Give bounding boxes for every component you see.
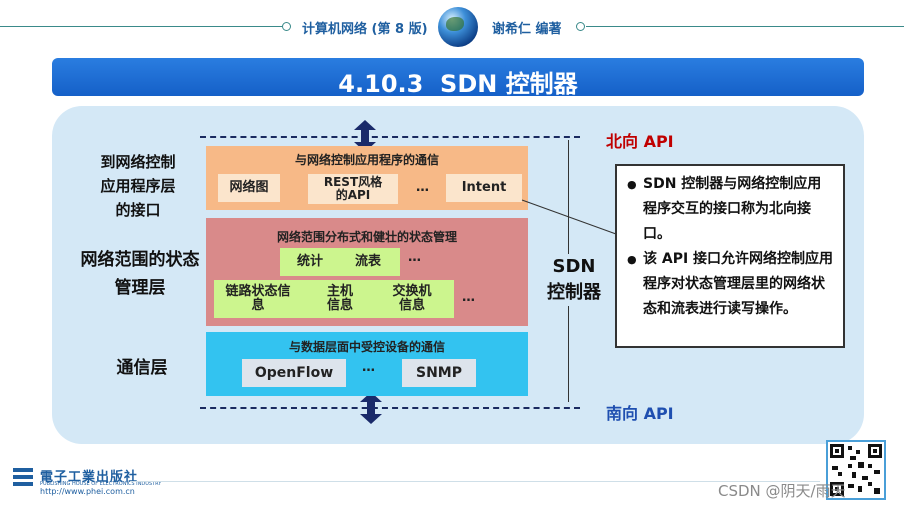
chip-snmp: SNMP bbox=[402, 359, 476, 387]
csdn-watermark: CSDN @阴天/雨天 bbox=[718, 482, 846, 500]
southbound-box-title: 与数据层面中受控设备的通信 bbox=[288, 340, 445, 354]
mid-row1-ellipsis: … bbox=[408, 250, 421, 265]
book-title: 计算机网络 (第 8 版) bbox=[302, 22, 428, 37]
publisher-url: http://www.phei.com.cn bbox=[40, 487, 135, 496]
header-rule-left bbox=[0, 26, 282, 27]
northbound-interface-box: 与网络控制应用程序的通信 网络图 REST风格 的API … Intent bbox=[206, 146, 528, 210]
state-management-box: 网络范围分布式和健壮的状态管理 统计 流表 … 链路状态信 息 主机 信息 交换… bbox=[206, 218, 528, 326]
slide-title: 4.10.3 SDN 控制器 bbox=[338, 70, 578, 98]
header-dot-right bbox=[576, 22, 585, 31]
callout-connector bbox=[521, 199, 617, 235]
state-management-box-title: 网络范围分布式和健壮的状态管理 bbox=[276, 230, 457, 244]
bottom-box-ellipsis: … bbox=[362, 360, 375, 375]
globe-icon bbox=[438, 7, 478, 47]
top-box-ellipsis: … bbox=[416, 180, 429, 195]
header-rule-right bbox=[586, 26, 904, 27]
sdn-controller-label: SDN 控制器 bbox=[534, 254, 614, 306]
chip-link-state-info: 链路状态信 息 bbox=[225, 284, 291, 313]
header-dot-left bbox=[282, 22, 291, 31]
north-boundary-line bbox=[200, 136, 580, 138]
south-boundary-line bbox=[200, 407, 580, 409]
chip-switch-info: 交换机 信息 bbox=[392, 284, 432, 313]
chip-statistics: 统计 bbox=[296, 254, 323, 269]
chip-network-graph: 网络图 bbox=[218, 174, 280, 202]
callout-box: SDN 控制器与网络控制应用程序交互的接口称为北向接口。 该 API 接口允许网… bbox=[615, 164, 845, 348]
double-arrow-icon bbox=[360, 392, 382, 424]
callout-item: 该 API 接口允许网络控制应用程序对状态管理层里的网络状态和流表进行读写操作。 bbox=[627, 247, 835, 322]
qr-code-icon bbox=[826, 440, 886, 500]
book-author: 谢希仁 编著 bbox=[492, 22, 562, 37]
chip-intent: Intent bbox=[446, 174, 522, 202]
chip-host-info: 主机 信息 bbox=[326, 284, 353, 313]
northbound-api-label: 北向 API bbox=[606, 132, 674, 151]
footer-rule bbox=[130, 481, 820, 482]
chip-rest-api: REST风格 的API bbox=[308, 174, 398, 204]
publisher-name-cn: 電子工業出版社 bbox=[40, 470, 139, 485]
mid-row2-ellipsis: … bbox=[462, 290, 475, 305]
chip-info-group bbox=[214, 280, 454, 318]
communication-layer-label: 通信层 bbox=[116, 358, 168, 378]
chip-flow-table: 流表 bbox=[354, 254, 381, 269]
publisher-name-en: PUBLISHING HOUSE OF ELECTRONICS INDUSTRY bbox=[40, 481, 162, 487]
northbound-box-title: 与网络控制应用程序的通信 bbox=[294, 153, 439, 167]
southbound-api-label: 南向 API bbox=[606, 404, 674, 423]
callout-item: SDN 控制器与网络控制应用程序交互的接口称为北向接口。 bbox=[627, 172, 835, 247]
chip-openflow: OpenFlow bbox=[242, 359, 346, 387]
interface-layer-label: 到网络控制 应用程序层 的接口 bbox=[100, 153, 176, 219]
state-management-layer-label: 网络范围的状态 管理层 bbox=[80, 250, 200, 298]
double-arrow-icon bbox=[354, 120, 376, 152]
slide-title-bar: 4.10.3 SDN 控制器 bbox=[52, 58, 864, 98]
chip-statistics-flowtable-group bbox=[280, 248, 400, 276]
southbound-communication-box: 与数据层面中受控设备的通信 OpenFlow … SNMP bbox=[206, 332, 528, 396]
publisher-logo-icon bbox=[13, 468, 33, 486]
